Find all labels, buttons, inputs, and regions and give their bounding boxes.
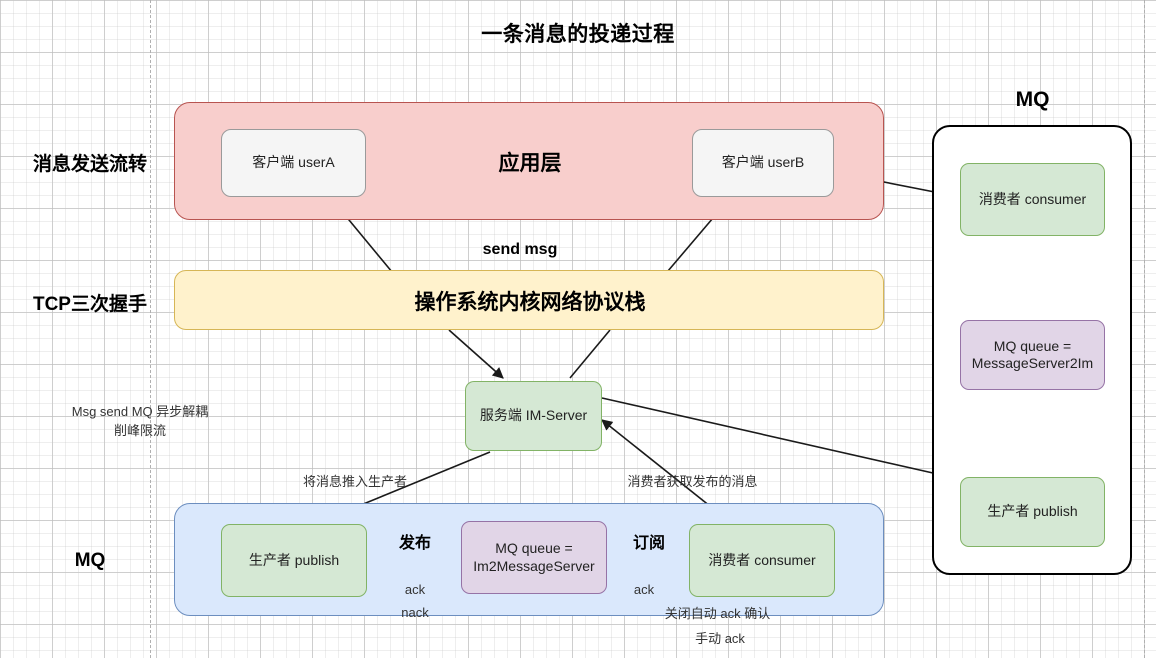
note-consumer-fetch: 消费者获取发布的消息: [627, 473, 758, 489]
label-subscribe: 订阅: [632, 535, 665, 552]
edge-imserver-to-kernel: [569, 329, 611, 379]
client-userb-box[interactable]: 客户端 userB: [692, 129, 834, 197]
mq-producer-box[interactable]: 生产者 publish: [221, 524, 367, 597]
kernel-layer-title: 操作系统内核网络协议栈: [414, 291, 646, 314]
label-disable-auto-ack: 关闭自动 ack 确认: [664, 605, 771, 621]
mq-panel-title: MQ: [1015, 88, 1050, 111]
client-usera-box[interactable]: 客户端 userA: [221, 129, 366, 197]
mq-right-consumer-box[interactable]: 消费者 consumer: [960, 163, 1105, 236]
kernel-layer-container[interactable]: [174, 270, 884, 330]
mq-right-queue-box[interactable]: MQ queue = MessageServer2Im: [960, 320, 1105, 390]
im-server-box[interactable]: 服务端 IM-Server: [465, 381, 602, 451]
edge-imserver-to-mq-producer: [601, 397, 957, 482]
label-nack: nack: [401, 604, 429, 620]
note-async-decouple: Msg send MQ 异步解耦 削峰限流: [71, 404, 209, 438]
label-ack-left: ack: [404, 581, 426, 597]
guide-line-right: [1144, 0, 1145, 658]
mq-queue-box[interactable]: MQ queue = Im2MessageServer: [461, 521, 607, 594]
mq-consumer-box[interactable]: 消费者 consumer: [689, 524, 835, 597]
note-push-to-producer: 将消息推入生产者: [302, 473, 407, 489]
label-publish: 发布: [398, 535, 431, 552]
application-layer-title: 应用层: [498, 152, 562, 175]
side-label-mq: MQ: [74, 550, 106, 571]
side-label-tcp-handshake: TCP三次握手: [32, 293, 147, 315]
label-send-msg: send msg: [482, 241, 558, 258]
page-title: 一条消息的投递过程: [481, 23, 675, 46]
label-ack-right: ack: [633, 581, 655, 597]
mq-right-producer-box[interactable]: 生产者 publish: [960, 477, 1105, 547]
edge-kernel-to-imserver: [448, 329, 504, 379]
guide-line-left: [150, 0, 151, 658]
label-manual-ack: 手动 ack: [695, 630, 745, 646]
side-label-message-flow: 消息发送流转: [32, 153, 147, 175]
